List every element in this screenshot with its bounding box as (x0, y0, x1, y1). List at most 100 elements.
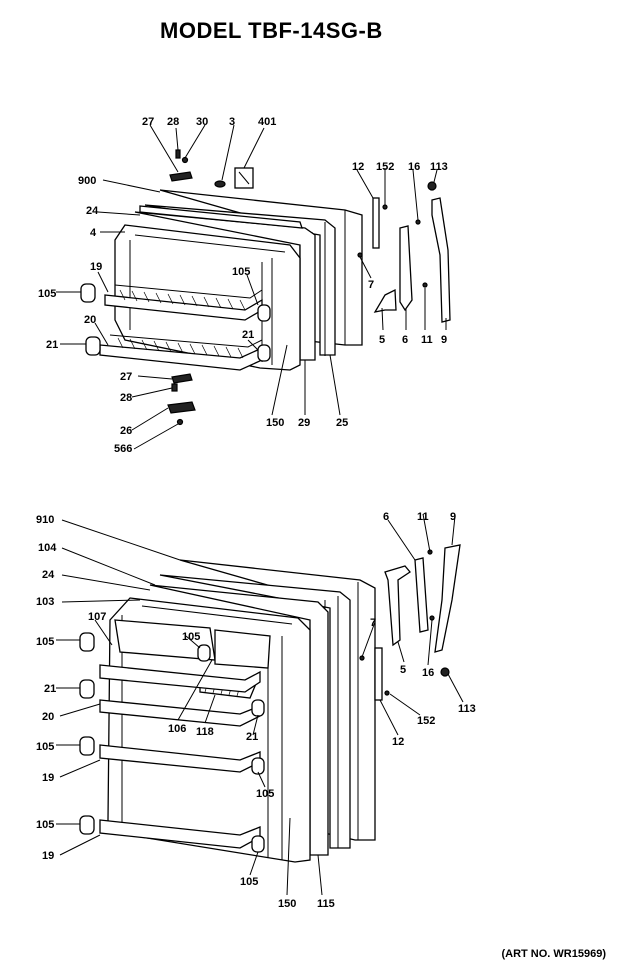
end-cap-21-right (257, 344, 271, 362)
page-title: MODEL TBF-14SG-B (160, 18, 383, 43)
end-cap-105-right (257, 304, 271, 322)
callout: 9 (450, 511, 456, 523)
callout: 19 (42, 772, 54, 784)
hinge-27-bottom (171, 373, 193, 384)
callout: 3 (229, 116, 235, 128)
callout: 401 (258, 116, 276, 128)
handle-5-top (373, 288, 397, 313)
handle-trim-9-top (431, 197, 451, 323)
callout: 6 (402, 334, 408, 346)
end-cap-105-c (79, 815, 95, 835)
fresh-food-door-assembly (79, 544, 461, 863)
handle-5-bottom (384, 565, 411, 647)
callout: 16 (408, 161, 420, 173)
screw-16-bottom (429, 615, 435, 621)
callout: 107 (88, 611, 106, 623)
callout: 28 (167, 116, 179, 128)
handle-trim-9-bottom (434, 544, 461, 653)
callout: 105 (36, 819, 54, 831)
end-cap-21-left (85, 336, 101, 356)
end-cap-105-e (251, 757, 265, 775)
callout: 21 (242, 329, 254, 341)
callout: 566 (114, 443, 132, 455)
callout: 105 (36, 636, 54, 648)
freezer-door-assembly (80, 149, 451, 426)
callout: 30 (196, 116, 208, 128)
callout: 7 (370, 617, 376, 629)
callout: 150 (266, 417, 284, 429)
end-cap-105-d (197, 644, 211, 662)
callout: 20 (84, 314, 96, 326)
end-cap-105-b (79, 736, 95, 756)
callout: 113 (430, 161, 448, 173)
screw-152-bottom (384, 690, 390, 696)
callout: 105 (38, 288, 56, 300)
callout: 115 (317, 898, 335, 910)
end-cap-105-f (251, 835, 265, 853)
callout: 16 (422, 667, 434, 679)
handle-12-bottom (374, 647, 383, 701)
callout: 900 (78, 175, 96, 187)
callout: 6 (383, 511, 389, 523)
end-cap-21-a (79, 679, 95, 699)
callout: 105 (232, 266, 250, 278)
ff-shelf-1 (99, 664, 261, 693)
cap-113-top (427, 181, 437, 191)
callout: 7 (368, 279, 374, 291)
callout: 104 (38, 542, 57, 554)
screw-16 (415, 219, 421, 225)
screw-28-top (175, 149, 181, 159)
callout: 19 (90, 261, 102, 273)
freezer-breaker-29 (134, 211, 316, 361)
freezer-shelf-lower (99, 334, 263, 371)
leader-lines (56, 124, 464, 896)
callout: 105 (240, 876, 258, 888)
callout: 113 (458, 703, 476, 715)
art-number: (ART NO. WR15969) (501, 948, 606, 960)
freezer-strip-24 (139, 205, 303, 229)
callout: 27 (142, 116, 154, 128)
callout: 25 (336, 417, 348, 429)
callout: 4 (90, 227, 97, 239)
callout: 28 (120, 392, 132, 404)
freezer-door-liner (114, 224, 301, 371)
callout: 150 (278, 898, 296, 910)
hinge-26 (167, 401, 196, 414)
end-cap-21-b (251, 699, 265, 717)
screw-152-top (382, 204, 388, 210)
callout: 105 (36, 741, 54, 753)
screw-566 (176, 418, 184, 426)
callout: 27 (120, 371, 132, 383)
ff-gasket (159, 574, 351, 849)
ff-dairy-door (214, 629, 271, 669)
callout: 5 (400, 664, 406, 676)
handle-6-top (399, 225, 413, 312)
callout: 21 (246, 731, 258, 743)
screw-28-bottom (171, 383, 178, 392)
callout: 12 (392, 736, 404, 748)
callout: 106 (168, 723, 186, 735)
callout: 910 (36, 514, 54, 526)
end-cap-105-a (79, 632, 95, 652)
callout: 152 (417, 715, 435, 727)
callout: 9 (441, 334, 447, 346)
screw-11-top (422, 282, 428, 288)
callout: 152 (376, 161, 394, 173)
callout: 20 (42, 711, 54, 723)
callout: 21 (44, 683, 56, 695)
callout: 12 (352, 161, 364, 173)
callout-labels: 27 28 30 3 401 900 24 4 19 105 20 21 105… (36, 116, 476, 910)
callout: 19 (42, 850, 54, 862)
callout: 105 (182, 631, 200, 643)
handle-6-bottom (414, 557, 429, 633)
callout: 11 (421, 334, 433, 346)
plug-3 (214, 180, 226, 188)
callout: 24 (86, 205, 99, 217)
cap-113-bottom (440, 667, 450, 677)
callout: 21 (46, 339, 58, 351)
callout: 105 (256, 788, 274, 800)
freezer-gasket-25 (144, 204, 336, 356)
screw-30 (181, 156, 189, 164)
callout: 26 (120, 425, 132, 437)
